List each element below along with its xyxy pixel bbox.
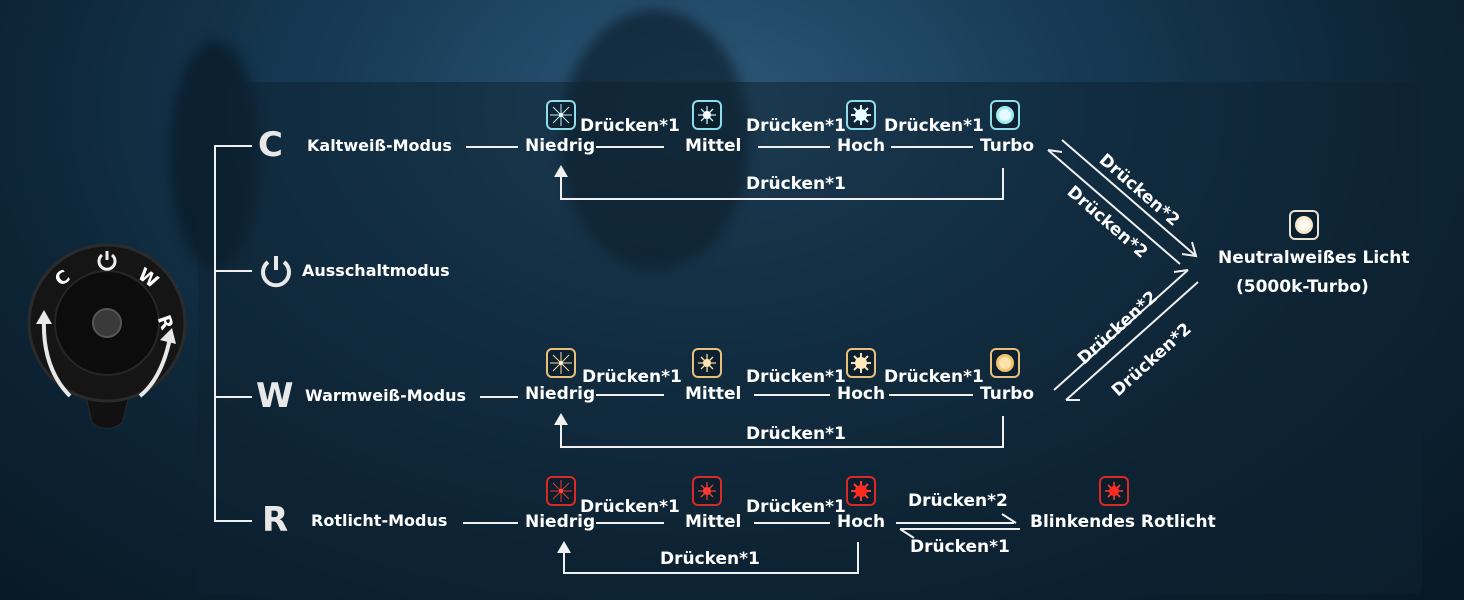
warm-loop-arrow-icon	[554, 410, 568, 429]
mode-label-w: Warmweiß-Modus	[305, 386, 466, 406]
red-press-mid-high: Drücken*1	[746, 497, 846, 517]
cold-high-light-icon	[846, 100, 876, 130]
mode-letter-c: C	[258, 128, 283, 162]
cold-press-loop: Drücken*1	[746, 174, 846, 194]
red-line-mid-high	[754, 522, 830, 524]
red-press-to-blink: Drücken*2	[908, 491, 1008, 511]
red-press-low-mid: Drücken*1	[580, 497, 680, 517]
cold-line-mid-high	[758, 146, 830, 148]
red-low-light-icon	[546, 476, 576, 506]
mode-knob[interactable]: C W R	[22, 238, 192, 438]
red-loop-right	[857, 542, 859, 574]
warm-turbo-light-icon	[990, 348, 1020, 378]
tree-branch-r	[214, 520, 252, 522]
blink-press-back: Drücken*1	[910, 537, 1010, 557]
warm-loop-right	[1002, 416, 1004, 448]
red-high-label: Hoch	[837, 512, 885, 532]
cold-turbo-label: Turbo	[980, 136, 1034, 156]
red-mid-light-icon	[692, 476, 722, 506]
warm-press-loop: Drücken*1	[746, 424, 846, 444]
tree-branch-c	[214, 145, 252, 147]
warm-mid-label: Mittel	[685, 384, 741, 404]
red-high-light-icon	[846, 476, 876, 506]
warm-line-low-mid	[596, 394, 664, 396]
red-line-low-mid	[596, 522, 664, 524]
blink-label: Blinkendes Rotlicht	[1030, 512, 1216, 532]
red-loop-bottom	[563, 572, 859, 574]
mode-label-c: Kaltweiß-Modus	[307, 136, 452, 156]
warm-line-high-turbo	[889, 394, 973, 396]
warm-turbo-label: Turbo	[980, 384, 1034, 404]
mode-letter-r: R	[262, 503, 288, 537]
warm-mid-light-icon	[692, 348, 722, 378]
cold-loop-bottom	[560, 198, 1004, 200]
cold-line-high-turbo	[891, 146, 973, 148]
tree-trunk-line	[214, 145, 216, 521]
warm-high-label: Hoch	[837, 384, 885, 404]
warm-loop-bottom	[560, 446, 1004, 448]
knob-power-icon	[96, 250, 118, 276]
link-w-label-low	[480, 396, 518, 398]
warm-low-label: Niedrig	[525, 384, 595, 404]
red-mid-label: Mittel	[685, 512, 741, 532]
tree-branch-w	[214, 396, 252, 398]
neutral-light-icon	[1289, 210, 1319, 240]
mode-label-off: Ausschaltmodus	[302, 261, 450, 281]
warm-high-light-icon	[846, 348, 876, 378]
mode-label-r: Rotlicht-Modus	[311, 511, 447, 531]
link-c-label-low	[466, 146, 518, 148]
link-r-label-low	[463, 522, 518, 524]
cold-low-label: Niedrig	[525, 136, 595, 156]
cold-mid-label: Mittel	[685, 136, 741, 156]
warm-press-high-turbo: Drücken*1	[884, 367, 984, 387]
red-blink-light-icon	[1099, 476, 1129, 506]
warm-low-light-icon	[546, 348, 576, 378]
cold-low-light-icon	[546, 100, 576, 130]
off-power-icon	[259, 254, 293, 292]
cold-line-low-mid	[596, 146, 664, 148]
cold-press-mid-high: Drücken*1	[746, 116, 846, 136]
cold-high-label: Hoch	[837, 136, 885, 156]
cold-loop-arrow-icon	[554, 162, 568, 181]
tree-branch-off	[214, 270, 252, 272]
cold-press-high-turbo: Drücken*1	[884, 116, 984, 136]
red-press-loop: Drücken*1	[660, 549, 760, 569]
warm-line-mid-high	[754, 394, 830, 396]
cold-mid-light-icon	[692, 100, 722, 130]
red-loop-arrow-icon	[557, 538, 571, 557]
cold-turbo-light-icon	[990, 100, 1020, 130]
warm-press-low-mid: Drücken*1	[582, 367, 682, 387]
cold-press-low-mid: Drücken*1	[580, 116, 680, 136]
mode-letter-w: W	[256, 379, 294, 413]
neutral-label-line1: Neutralweißes Licht	[1218, 248, 1410, 268]
cold-loop-right	[1002, 168, 1004, 200]
neutral-label-line2: (5000k-Turbo)	[1236, 277, 1369, 297]
warm-press-mid-high: Drücken*1	[746, 367, 846, 387]
